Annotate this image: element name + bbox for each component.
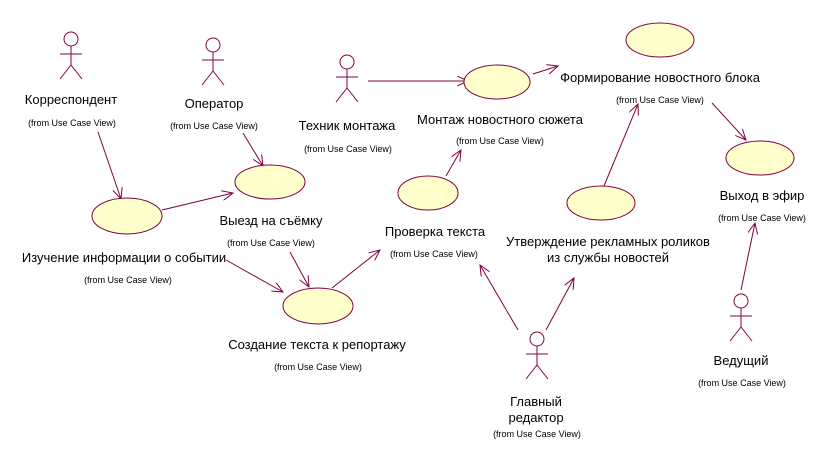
actor-technician[interactable] [335, 54, 359, 103]
use-case-air-package: (from Use Case View) [718, 213, 806, 223]
association-ads-block [603, 104, 638, 187]
actor-host-label: Ведущий [714, 353, 769, 368]
use-case-shoot-label: Выезд на съёмку [220, 213, 323, 228]
use-case-study-package: (from Use Case View) [84, 275, 172, 285]
association-write-check [331, 250, 380, 289]
association-editor-ads [545, 278, 574, 331]
use-case-check-label: Проверка текста [385, 224, 486, 239]
use-case-ads-label-line2: из службы новостей [547, 250, 669, 265]
association-study-shoot [161, 193, 233, 211]
actors: Корреспондент (from Use Case View) Опера… [25, 31, 786, 439]
actor-editor-label-line1: Главный [510, 394, 562, 409]
actor-technician-label: Техник монтажа [299, 118, 396, 133]
use-case-study-label: Изучение информации о событии [22, 250, 226, 265]
use-case-block-label: Формирование новостного блока [560, 70, 761, 85]
use-case-ads-label-line1: Утверждение рекламных роликов [506, 234, 710, 249]
actor-correspondent-head [63, 31, 79, 47]
actor-host[interactable] [729, 293, 753, 342]
use-case-study[interactable] [91, 197, 163, 235]
actor-operator[interactable] [201, 37, 225, 86]
use-case-write-label: Создание текста к репортажу [228, 337, 406, 352]
use-case-ads[interactable] [566, 185, 636, 221]
association-check-edit [445, 150, 461, 177]
actor-editor-package: (from Use Case View) [493, 429, 581, 439]
actor-correspondent-package: (from Use Case View) [28, 118, 116, 128]
association-editor-check [480, 265, 519, 331]
use-cases: Изучение информации о событии (from Use … [22, 22, 806, 372]
use-case-write-package: (from Use Case View) [274, 362, 362, 372]
actor-technician-head [339, 54, 355, 70]
use-case-block[interactable] [625, 22, 695, 58]
actor-operator-label: Оператор [185, 96, 244, 111]
use-case-write[interactable] [282, 287, 354, 325]
use-case-air[interactable] [725, 140, 795, 176]
actor-correspondent-label: Корреспондент [25, 92, 117, 107]
use-case-shoot-package: (from Use Case View) [227, 238, 315, 248]
association-block-air [711, 102, 746, 140]
use-case-edit-package: (from Use Case View) [456, 136, 544, 146]
association-shoot-write [289, 251, 309, 287]
actor-correspondent[interactable] [59, 31, 83, 80]
association-edit-block [532, 66, 558, 75]
association-host-air [740, 223, 755, 291]
actor-editor-head [529, 331, 545, 347]
association-study-write [225, 259, 283, 292]
use-case-air-label: Выход в эфир [720, 188, 805, 203]
association-operator-shoot [242, 132, 263, 166]
associations [97, 66, 755, 331]
actor-editor-label-line2: редактор [508, 410, 563, 425]
actor-editor[interactable] [525, 331, 549, 380]
actor-technician-package: (from Use Case View) [304, 144, 392, 154]
actor-host-package: (from Use Case View) [698, 378, 786, 388]
actor-operator-head [205, 37, 221, 53]
use-case-shoot[interactable] [234, 164, 306, 200]
use-case-edit[interactable] [463, 64, 531, 100]
actor-host-head [733, 293, 749, 309]
use-case-block-package: (from Use Case View) [616, 95, 704, 105]
actor-operator-package: (from Use Case View) [170, 121, 258, 131]
association-correspondent-study [97, 131, 121, 199]
use-case-check-package: (from Use Case View) [390, 249, 478, 259]
use-case-edit-label: Монтаж новостного сюжета [417, 112, 584, 127]
use-case-check[interactable] [397, 175, 459, 211]
